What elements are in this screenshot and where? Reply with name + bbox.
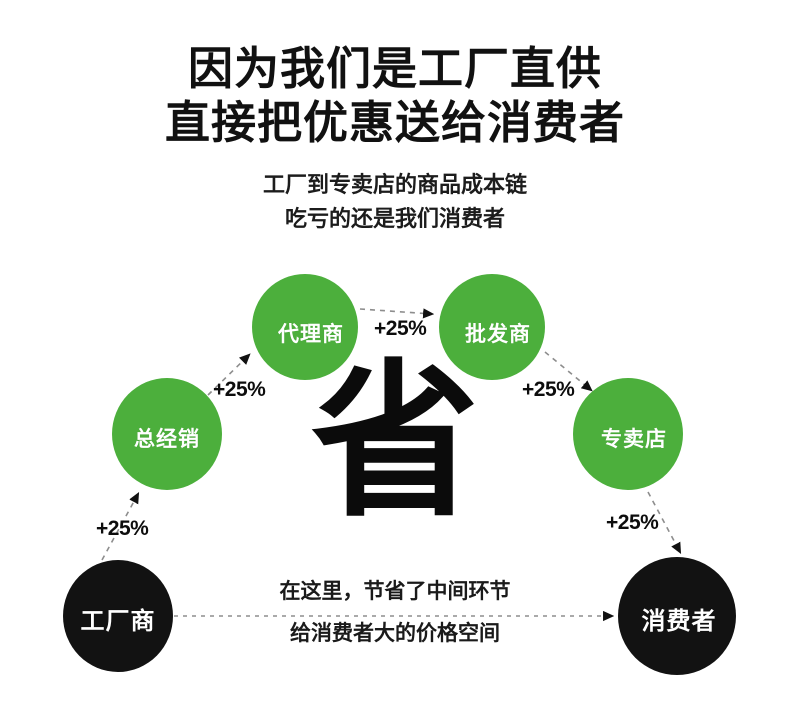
markup-label-wholesaler-to-store: +25% bbox=[522, 378, 575, 401]
node-store-label: 专卖店 bbox=[601, 428, 667, 451]
center-savings-glyph: 省 bbox=[311, 348, 479, 536]
node-distributor: 总经销 bbox=[112, 378, 222, 490]
edge-store-to-consumer bbox=[647, 491, 682, 554]
node-consumer-label: 消费者 bbox=[641, 607, 717, 635]
node-store: 专卖店 bbox=[573, 378, 683, 490]
node-agent: 代理商 bbox=[252, 274, 358, 380]
node-wholesaler-label: 批发商 bbox=[465, 323, 531, 346]
markup-label-factory-to-distributor: +25% bbox=[96, 517, 149, 540]
footer-line-2: 给消费者大的价格空间 bbox=[290, 622, 500, 645]
node-consumer: 消费者 bbox=[618, 557, 736, 675]
edge-agent-to-wholesaler bbox=[359, 308, 435, 319]
node-distributor-label: 总经销 bbox=[134, 428, 200, 451]
footer-line-1: 在这里，节省了中间环节 bbox=[279, 580, 511, 603]
subtitle-line-1: 工厂到专卖店的商品成本链 bbox=[262, 172, 527, 197]
node-factory-label: 工厂商 bbox=[80, 607, 156, 635]
node-agent-label: 代理商 bbox=[278, 323, 344, 346]
node-factory: 工厂商 bbox=[63, 560, 173, 672]
markup-label-agent-to-wholesaler: +25% bbox=[374, 317, 427, 340]
node-wholesaler: 批发商 bbox=[439, 274, 545, 380]
page-title-line-2: 直接把优惠送给消费者 bbox=[164, 97, 625, 148]
edge-factory-to-distributor bbox=[101, 492, 140, 561]
markup-label-distributor-to-agent: +25% bbox=[213, 378, 266, 401]
markup-label-store-to-consumer: +25% bbox=[606, 511, 659, 534]
subtitle-line-2: 吃亏的还是我们消费者 bbox=[284, 206, 505, 231]
page-title-line-1: 因为我们是工厂直供 bbox=[187, 43, 602, 94]
